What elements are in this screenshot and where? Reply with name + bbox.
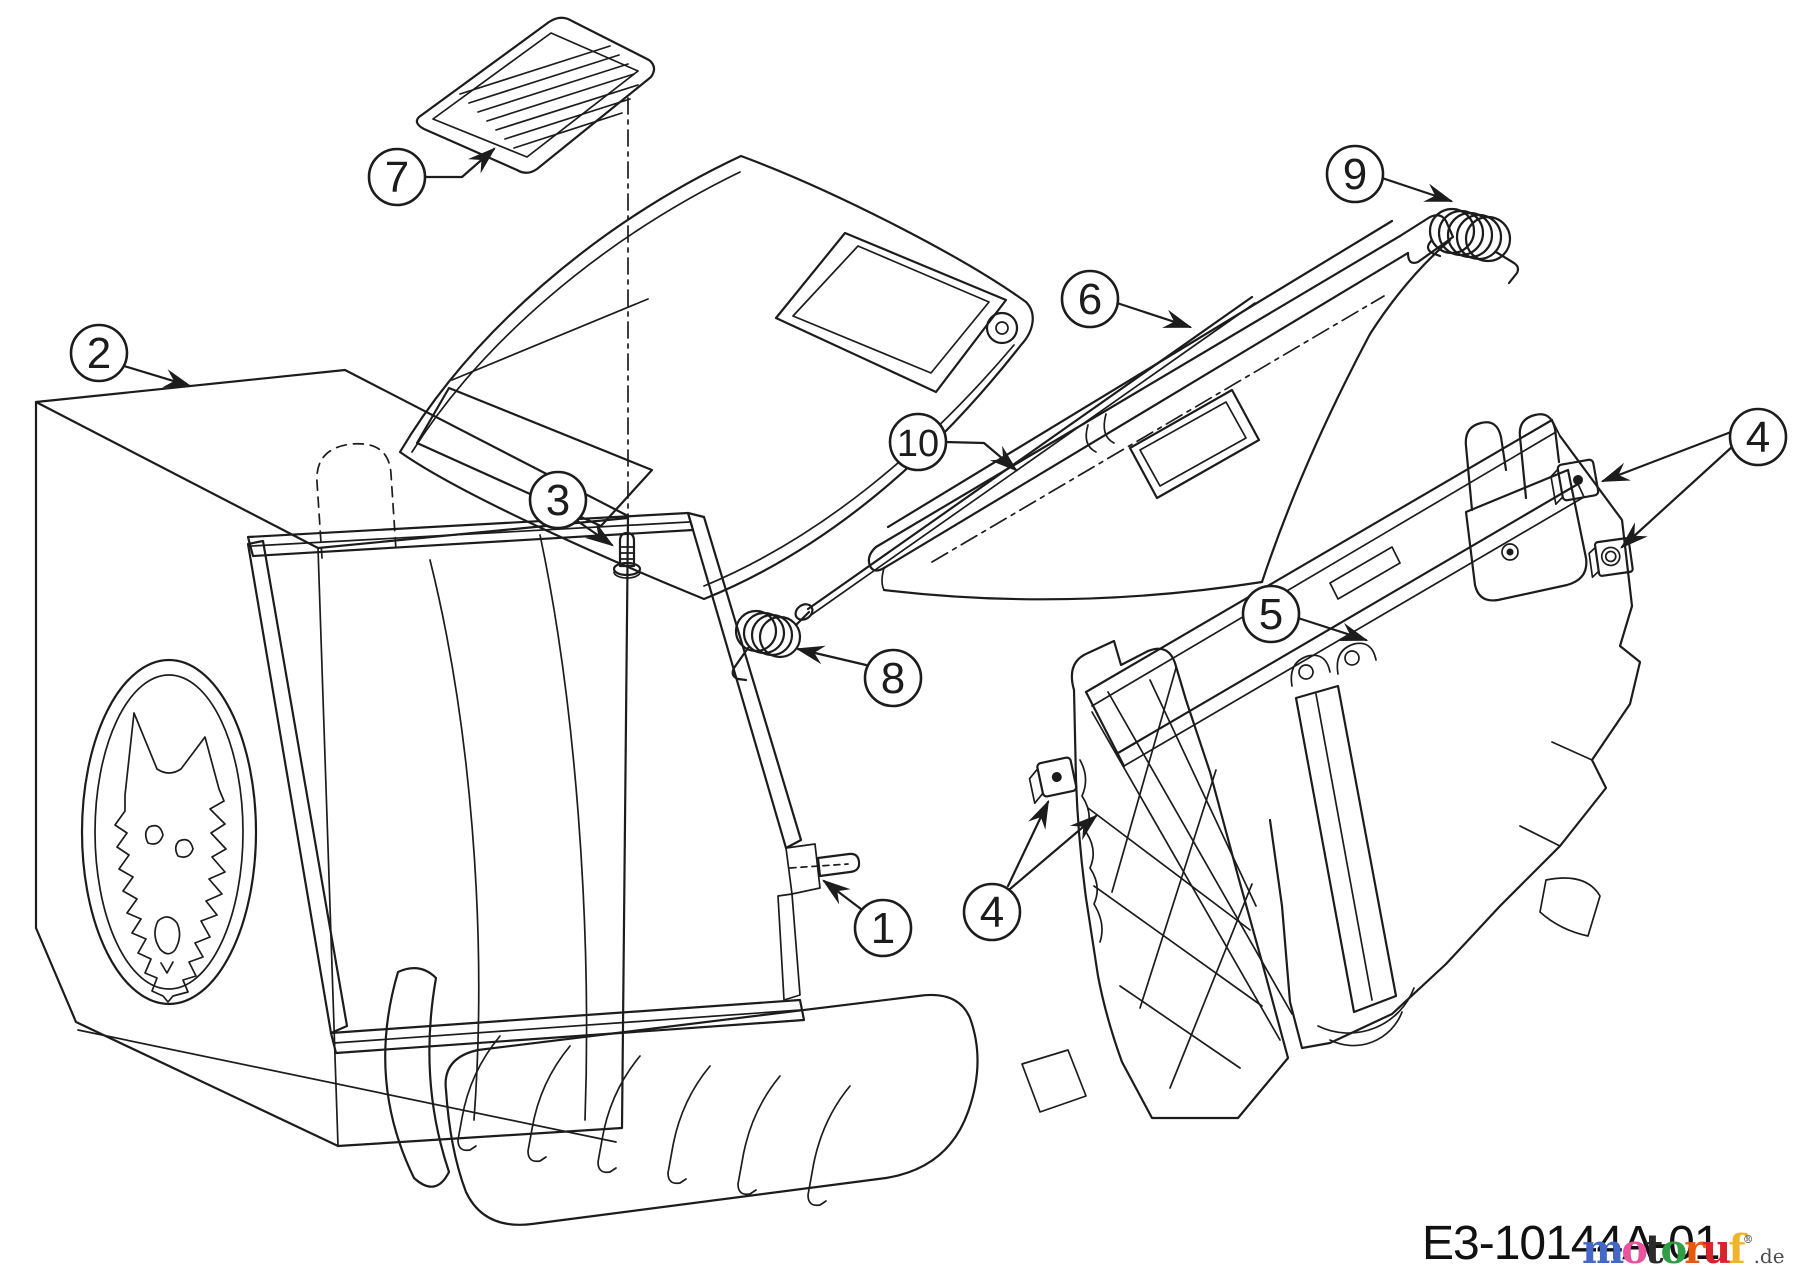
callout-2-leader	[122, 364, 193, 388]
callout-10-label: 10	[897, 423, 939, 465]
callout-9-label: 9	[1343, 150, 1367, 199]
callout-9: 9	[1325, 144, 1385, 204]
callout-3-label: 3	[546, 476, 570, 525]
part-rear-housing	[1021, 413, 1642, 1120]
callout-4l-leader-a	[1006, 799, 1050, 888]
watermark-letter: r	[1684, 1226, 1705, 1272]
callout-4-left-label: 4	[980, 888, 1004, 937]
watermark-letter: m	[1582, 1226, 1624, 1272]
callout-2: 2	[69, 323, 129, 383]
callout-6: 6	[1060, 269, 1120, 329]
part-rear-hood	[398, 154, 1034, 601]
part-nut-left	[1028, 756, 1078, 805]
watermark-letter: o	[1621, 1226, 1648, 1272]
callout-4-right-label: 4	[1746, 413, 1770, 462]
callout-5-leader	[1296, 616, 1369, 642]
part-bag-frame	[246, 511, 979, 1226]
callout-1: 1	[853, 898, 913, 958]
watermark-suffix: .de	[1753, 1244, 1785, 1268]
part-rear-flap	[867, 214, 1455, 601]
callout-4r-leader-b	[1620, 444, 1735, 549]
wolf-logo	[80, 658, 258, 1006]
callout-8-label: 8	[881, 654, 905, 703]
callout-5-label: 5	[1259, 590, 1283, 639]
watermark-letter: o	[1660, 1226, 1688, 1272]
watermark-letter: t	[1645, 1226, 1664, 1272]
part-spring-right	[1426, 207, 1520, 285]
watermark-letter: u	[1702, 1226, 1731, 1272]
callout-1-label: 1	[871, 904, 895, 953]
callout-8: 8	[863, 648, 923, 708]
part-nut-middle	[1588, 537, 1634, 579]
callout-10: 10	[888, 412, 948, 472]
callout-7-leader	[422, 147, 496, 179]
callout-8-leader	[795, 645, 868, 667]
callout-6-leader	[1115, 301, 1193, 329]
callout-7: 7	[367, 147, 427, 207]
callout-5: 5	[1241, 584, 1301, 644]
callout-3: 3	[528, 470, 588, 530]
motoruf-watermark-logo: motoruf®.de	[1582, 1226, 1785, 1272]
registered-mark: ®	[1742, 1233, 1754, 1246]
callout-4-left: 4	[962, 882, 1022, 942]
part-vent-cover	[415, 16, 656, 174]
callout-4l-leader-b	[1008, 814, 1098, 891]
callout-3-leader	[574, 518, 614, 547]
callout-leaders	[122, 147, 1735, 911]
callout-9-leader	[1380, 176, 1454, 203]
frame-pin	[816, 852, 861, 878]
callout-4-right: 4	[1728, 407, 1788, 467]
frame-grille	[384, 967, 979, 1226]
part-flap-rod	[794, 295, 1256, 621]
callout-10-leader	[943, 440, 1018, 472]
callout-4r-leader-a	[1600, 430, 1733, 483]
drawing-number: E3-10144A-01	[1422, 1217, 1721, 1270]
callout-2-label: 2	[87, 329, 111, 378]
part-spring-left	[731, 609, 811, 682]
callout-1-leader	[822, 879, 863, 911]
part-grass-bag	[34, 368, 630, 1148]
part-nut-top	[1550, 458, 1600, 506]
watermark-letter: f	[1728, 1226, 1745, 1272]
callout-6-label: 6	[1078, 275, 1102, 324]
callout-7-label: 7	[385, 153, 409, 202]
